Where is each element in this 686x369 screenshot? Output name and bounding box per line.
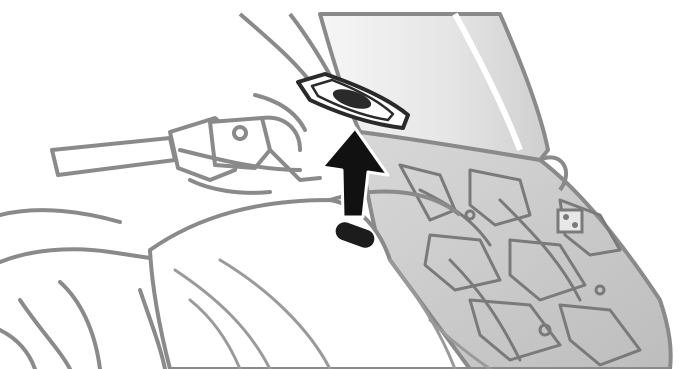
handlebar-lever	[52, 95, 320, 193]
rear-body-outline	[0, 210, 165, 369]
mount-bracket	[558, 210, 582, 232]
